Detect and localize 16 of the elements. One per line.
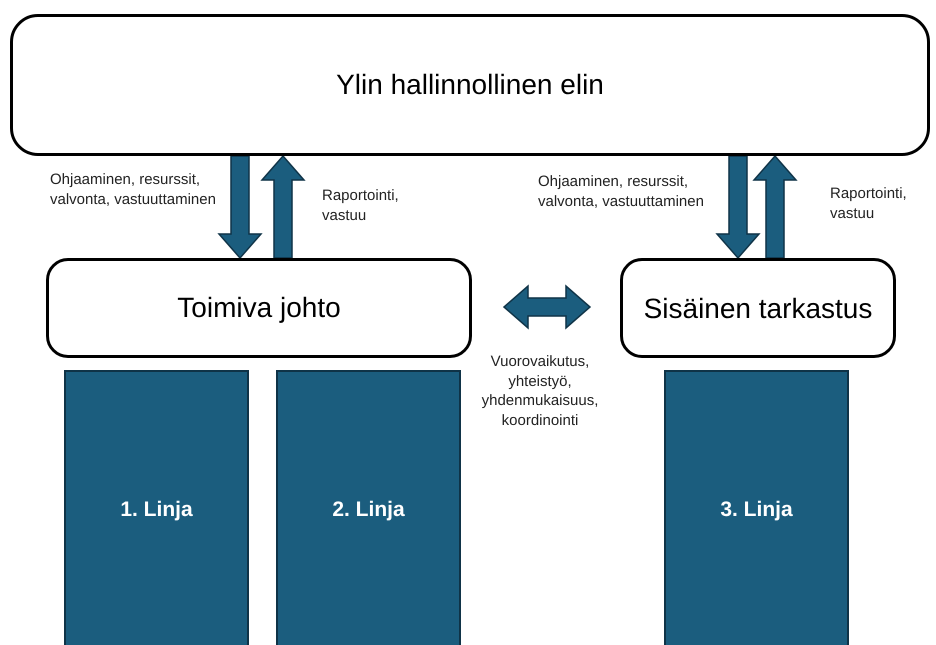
line-column: 2. Linja [276,370,461,645]
edge-label: Raportointi, vastuu [830,184,908,223]
edge-label: Vuorovaikutus, yhteistyö, yhdenmukaisuus, koordinointi [480,352,600,430]
edge-label: Ohjaaminen, resurssit, valvonta, vastuuttaminen [538,172,705,211]
block-arrow [715,155,761,260]
edge-label: Raportointi, vastuu [322,186,400,225]
line-column: 3. Linja [664,370,849,645]
block-arrow [502,284,592,330]
block-arrow [217,155,263,260]
edge-label: Ohjaaminen, resurssit, valvonta, vastuuttaminen [50,170,217,209]
audit-box: Sisäinen tarkastus [620,258,896,358]
block-arrow [752,154,798,259]
management-box: Toimiva johto [46,258,472,358]
line-column: 1. Linja [64,370,249,645]
governing-body-box: Ylin hallinnollinen elin [10,14,930,156]
block-arrow [260,154,306,259]
